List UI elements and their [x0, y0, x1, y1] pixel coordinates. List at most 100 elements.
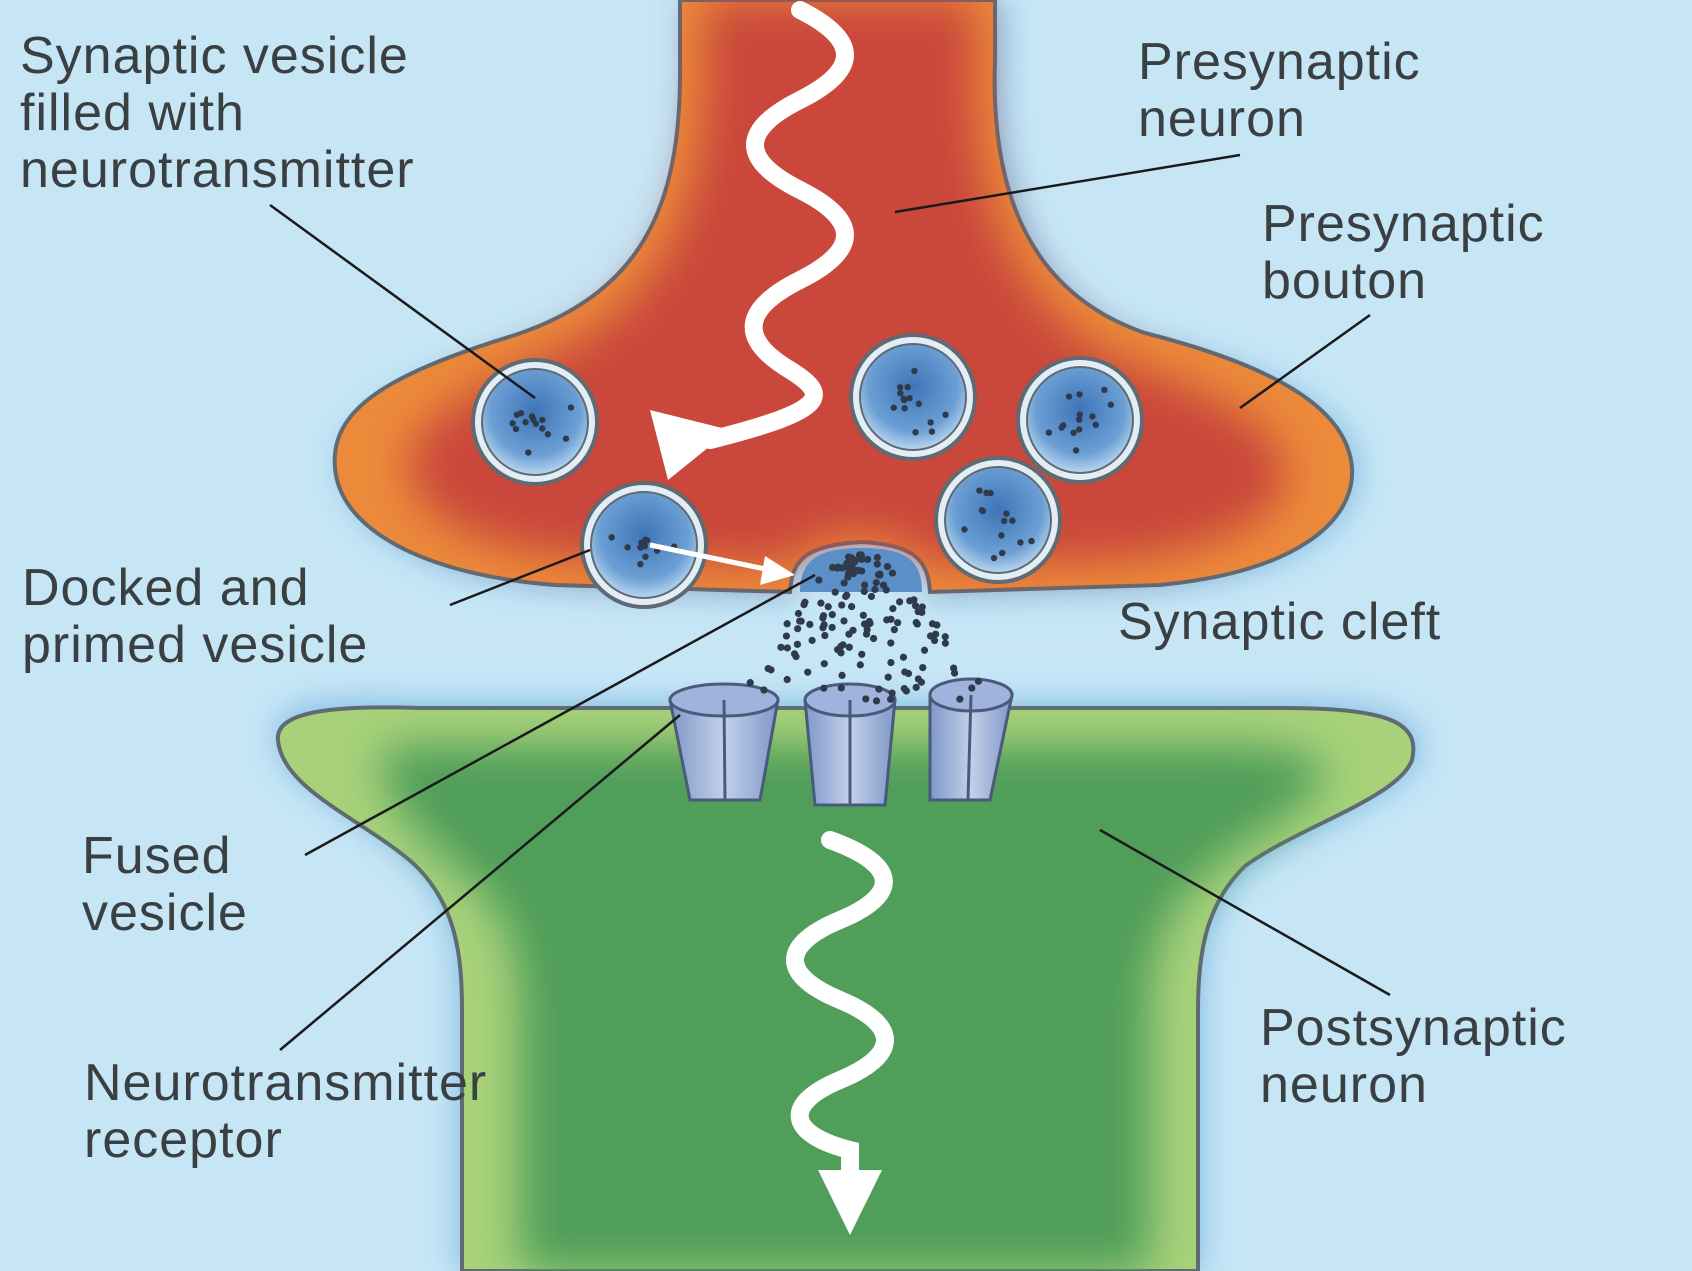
- neurotransmitter-molecule: [794, 625, 801, 632]
- synaptic-vesicle: [851, 335, 975, 459]
- neurotransmitter-molecule: [942, 633, 949, 640]
- neurotransmitter-molecule: [919, 603, 926, 610]
- neurotransmitter-molecule: [820, 685, 827, 692]
- label-line: receptor: [84, 1112, 487, 1169]
- receptor-channel: [805, 684, 895, 805]
- neurotransmitter-molecule: [809, 637, 816, 644]
- neurotransmitter-molecule: [855, 567, 862, 574]
- neurotransmitter-molecule: [885, 674, 892, 681]
- neurotransmitter-molecule: [919, 664, 926, 671]
- neurotransmitter-molecule: [894, 619, 901, 626]
- neurotransmitter-molecule: [815, 576, 822, 583]
- receptor-channel: [670, 684, 778, 800]
- neurotransmitter-molecule: [942, 640, 949, 647]
- label-line: Docked and: [22, 560, 368, 617]
- neurotransmitter-molecule: [760, 686, 767, 693]
- neurotransmitter-molecule: [874, 554, 881, 561]
- neurotransmitter-molecule: [896, 598, 903, 605]
- neurotransmitter-molecule: [901, 685, 908, 692]
- neurotransmitter-molecule: [825, 603, 832, 610]
- neurotransmitter-molecule: [784, 620, 791, 627]
- label-neurotransmitter-receptor: Neurotransmitter receptor: [84, 1055, 487, 1169]
- neurotransmitter-molecule: [921, 647, 928, 654]
- neurotransmitter-molecule: [845, 553, 852, 560]
- neurotransmitter-molecule: [887, 659, 894, 666]
- neurotransmitter-molecule: [858, 651, 865, 658]
- neurotransmitter-molecule: [861, 581, 868, 588]
- neurotransmitter-molecule: [819, 614, 826, 621]
- neurotransmitter-molecule: [889, 569, 896, 576]
- neurotransmitter-molecule: [918, 679, 925, 686]
- leader-line-synaptic-vesicle: [270, 205, 535, 398]
- neurotransmitter-molecule: [875, 571, 882, 578]
- label-line: Fused: [82, 828, 248, 885]
- neurotransmitter-molecule: [862, 695, 869, 702]
- neurotransmitter-molecule: [975, 678, 982, 685]
- label-line: neuron: [1260, 1057, 1567, 1114]
- neurotransmitter-molecule: [870, 635, 877, 642]
- neurotransmitter-molecule: [913, 684, 920, 691]
- neurotransmitter-molecule: [858, 556, 865, 563]
- neurotransmitter-molecule: [846, 568, 853, 575]
- neurotransmitter-molecule: [887, 639, 894, 646]
- label-synaptic-vesicle: Synaptic vesicle filled with neurotransm…: [20, 28, 415, 199]
- neurotransmitter-molecule: [817, 600, 824, 607]
- neurotransmitter-molecule: [889, 689, 896, 696]
- label-line: Synaptic cleft: [1118, 594, 1441, 651]
- label-fused-vesicle: Fused vesicle: [82, 828, 248, 942]
- neurotransmitter-molecule: [914, 620, 921, 627]
- neurotransmitter-molecule: [784, 644, 791, 651]
- neurotransmitter-molecule: [866, 618, 873, 625]
- neurotransmitter-molecule: [842, 593, 849, 600]
- neurotransmitter-molecule: [848, 603, 855, 610]
- neurotransmitter-molecule: [834, 564, 841, 571]
- neurotransmitter-molecule: [829, 611, 836, 618]
- neurotransmitter-molecule: [838, 601, 845, 608]
- neurotransmitter-molecule: [868, 593, 875, 600]
- neurotransmitter-molecule: [891, 626, 898, 633]
- synaptic-vesicle: [936, 458, 1060, 582]
- neurotransmitter-molecule: [800, 601, 807, 608]
- neurotransmitter-molecule: [889, 605, 896, 612]
- leader-line-presynaptic-bouton: [1240, 315, 1370, 408]
- label-line: Postsynaptic: [1260, 1000, 1567, 1057]
- neurotransmitter-molecule: [838, 684, 845, 691]
- neurotransmitter-molecule: [873, 697, 880, 704]
- neurotransmitter-molecule: [857, 661, 864, 668]
- neurotransmitter-molecule: [950, 664, 957, 671]
- synaptic-vesicle: [1018, 358, 1142, 482]
- neurotransmitter-molecule: [968, 684, 975, 691]
- neurotransmitter-molecule: [784, 676, 791, 683]
- neurotransmitter-molecule: [931, 637, 938, 644]
- neurotransmitter-molecule: [875, 686, 882, 693]
- neurotransmitter-molecule: [871, 586, 878, 593]
- neurotransmitter-molecule: [795, 610, 802, 617]
- neurotransmitter-molecule: [860, 612, 867, 619]
- neurotransmitter-molecule: [804, 669, 811, 676]
- neurotransmitter-molecule: [861, 588, 868, 595]
- label-line: Synaptic vesicle: [20, 28, 415, 85]
- label-line: neuron: [1138, 91, 1421, 148]
- neurotransmitter-molecule: [783, 632, 790, 639]
- neurotransmitter-molecule: [887, 616, 894, 623]
- neurotransmitter-molecule: [849, 627, 856, 634]
- neurotransmitter-molecule: [887, 696, 894, 703]
- neurotransmitter-molecule: [829, 624, 836, 631]
- neurotransmitter-molecule: [846, 644, 853, 651]
- label-line: vesicle: [82, 885, 248, 942]
- label-line: filled with: [20, 85, 415, 142]
- label-docked-vesicle: Docked and primed vesicle: [22, 560, 368, 674]
- neurotransmitter-molecule: [821, 632, 828, 639]
- neurotransmitter-molecule: [767, 666, 774, 673]
- neurotransmitter-molecule: [933, 621, 940, 628]
- label-line: Presynaptic: [1262, 196, 1545, 253]
- label-postsynaptic-neuron: Postsynaptic neuron: [1260, 1000, 1567, 1114]
- neurotransmitter-molecule: [880, 582, 887, 589]
- neurotransmitter-molecule: [901, 668, 908, 675]
- neurotransmitter-molecule: [821, 660, 828, 667]
- label-line: Presynaptic: [1138, 34, 1421, 91]
- label-line: primed vesicle: [22, 617, 368, 674]
- label-line: bouton: [1262, 253, 1545, 310]
- synaptic-vesicle: [582, 483, 706, 607]
